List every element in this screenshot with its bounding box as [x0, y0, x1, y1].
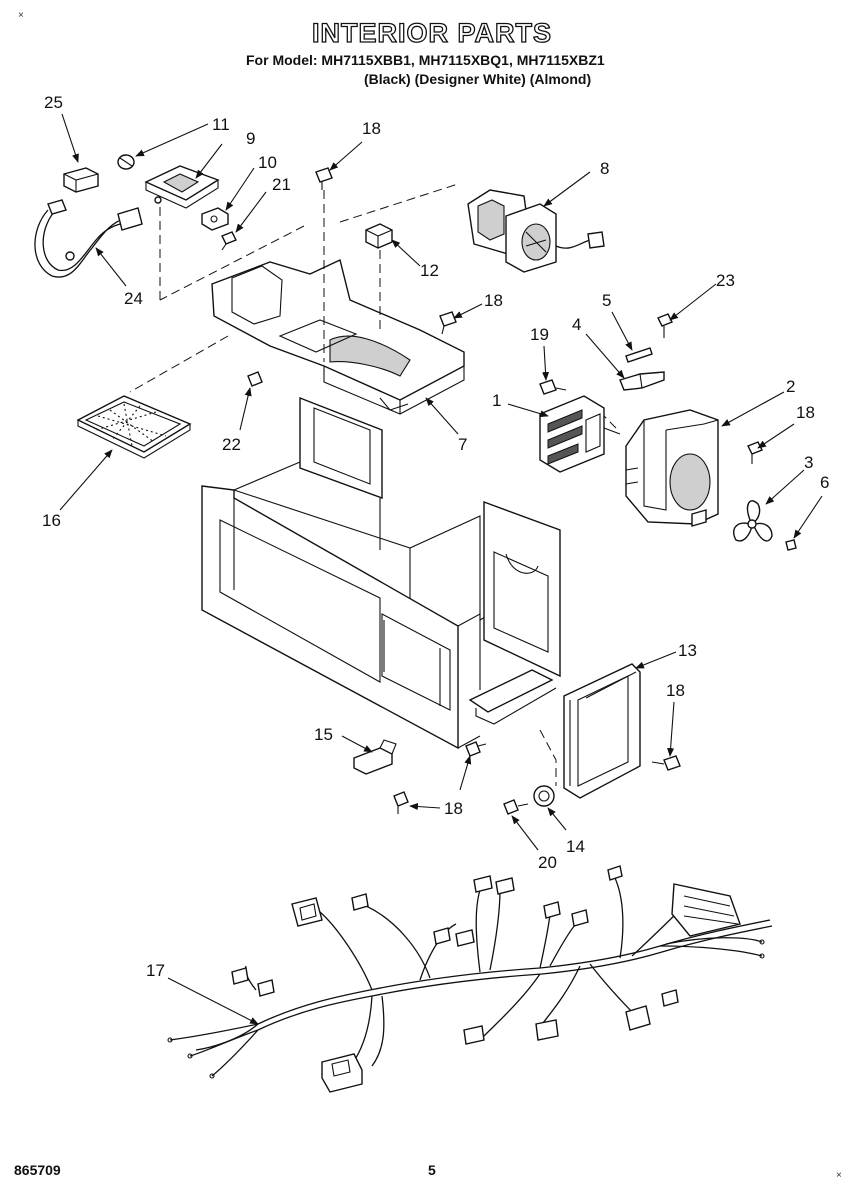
assembly-guide-lines	[129, 183, 617, 786]
part-22-screw	[247, 371, 263, 387]
part-9-lamp-housing	[144, 165, 220, 209]
part-6-clip	[785, 539, 797, 551]
part-4-fuse-bracket	[619, 371, 665, 391]
callout-16: 16	[42, 511, 61, 530]
part-12-connector	[365, 223, 393, 249]
callout-6: 6	[820, 473, 829, 492]
part-10-bracket	[201, 207, 229, 231]
callout-22: 22	[222, 435, 241, 454]
page-number: 5	[428, 1162, 436, 1178]
part-16-filter	[76, 395, 192, 459]
part-18-screw-bottom	[393, 791, 409, 814]
part-3-fan-blade	[732, 500, 773, 542]
part-13-door-seal	[563, 663, 641, 799]
callout-19: 19	[530, 325, 549, 344]
part-15-bracket	[353, 739, 397, 775]
callout-23: 23	[716, 271, 735, 290]
callout-14: 14	[566, 837, 585, 856]
main-oven-cavity	[201, 396, 561, 750]
callout-15: 15	[314, 725, 333, 744]
part-20-screw	[503, 799, 529, 815]
part-18-screw-top	[315, 167, 333, 190]
part-21-screw	[221, 231, 237, 251]
part-18-screw-right	[747, 441, 763, 464]
part-1-motor	[539, 395, 621, 473]
callout-18-middle: 18	[484, 291, 503, 310]
callout-1: 1	[492, 391, 501, 410]
part-14-thermostat	[533, 785, 555, 807]
part-19-screw	[539, 379, 567, 395]
callout-18-bottom: 18	[444, 799, 463, 818]
part-2-blower-housing	[625, 409, 719, 527]
callout-12: 12	[420, 261, 439, 280]
callout-labels: 25 11 9 10 21 24 18 8 12 18 23 5 4 19 1 …	[42, 93, 829, 980]
part-8-fan-motor	[467, 189, 605, 273]
document-number: 865709	[14, 1162, 61, 1178]
corner-mark-top-left: ×	[18, 10, 24, 21]
part-23-screw	[657, 313, 673, 338]
part-7-air-guide	[211, 259, 465, 415]
part-25-connector	[63, 167, 99, 193]
callout-11: 11	[212, 115, 230, 134]
part-18-screw-frame	[651, 755, 681, 771]
part-17-main-harness	[167, 865, 773, 1093]
callout-8: 8	[600, 159, 609, 178]
callout-18-blower: 18	[796, 403, 815, 422]
callout-18-frame: 18	[666, 681, 685, 700]
part-5-fuse	[625, 347, 653, 363]
part-18-screw-center	[465, 741, 487, 757]
callout-9: 9	[246, 129, 255, 148]
callout-21: 21	[272, 175, 291, 194]
part-24-wire-harness	[34, 199, 143, 278]
part-18-screw-middle	[439, 311, 457, 335]
corner-mark-bottom-right: ×	[836, 1170, 842, 1181]
callout-24: 24	[124, 289, 143, 308]
callout-18-top: 18	[362, 119, 381, 138]
callout-10: 10	[258, 153, 277, 172]
model-colors: (Black) (Designer White) (Almond)	[364, 71, 592, 87]
callout-3: 3	[804, 453, 813, 472]
callout-7: 7	[458, 435, 467, 454]
part-11-bulb	[117, 154, 135, 170]
leader-lines	[59, 113, 823, 1025]
callout-4: 4	[572, 315, 581, 334]
model-numbers: For Model: MH7115XBB1, MH7115XBQ1, MH711…	[246, 52, 605, 68]
callout-13: 13	[678, 641, 697, 660]
page-title: INTERIOR PARTS	[311, 17, 552, 48]
callout-5: 5	[602, 291, 611, 310]
callout-25: 25	[44, 93, 63, 112]
callout-20: 20	[538, 853, 557, 872]
callout-17: 17	[146, 961, 165, 980]
callout-2: 2	[786, 377, 795, 396]
